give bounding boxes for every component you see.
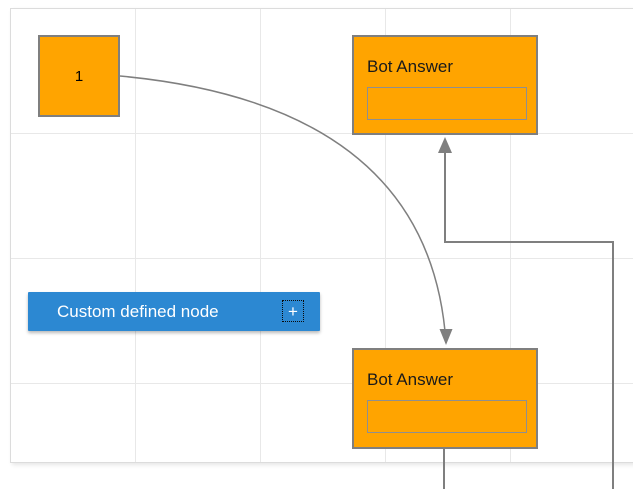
node-title: Bot Answer	[367, 370, 453, 389]
node-text-field[interactable]	[367, 400, 527, 433]
node-text-field[interactable]	[367, 87, 527, 120]
connector-orthogonal-arrowhead-up	[438, 137, 452, 153]
node-custom-label: Custom defined node	[57, 301, 219, 321]
node-custom-defined[interactable]: Custom defined node +	[28, 292, 320, 331]
node-bot-answer-top[interactable]: Bot Answer	[352, 35, 538, 135]
plus-icon[interactable]: +	[282, 300, 304, 322]
node-bot-answer-bottom[interactable]: Bot Answer	[352, 348, 538, 449]
connector-curve[interactable]	[119, 75, 447, 344]
node-start[interactable]: 1	[38, 35, 120, 117]
connector-orthogonal[interactable]	[444, 152, 614, 489]
connector-curve-arrowhead-down	[439, 329, 453, 345]
node-start-label: 1	[74, 67, 84, 85]
node-title: Bot Answer	[367, 57, 453, 76]
